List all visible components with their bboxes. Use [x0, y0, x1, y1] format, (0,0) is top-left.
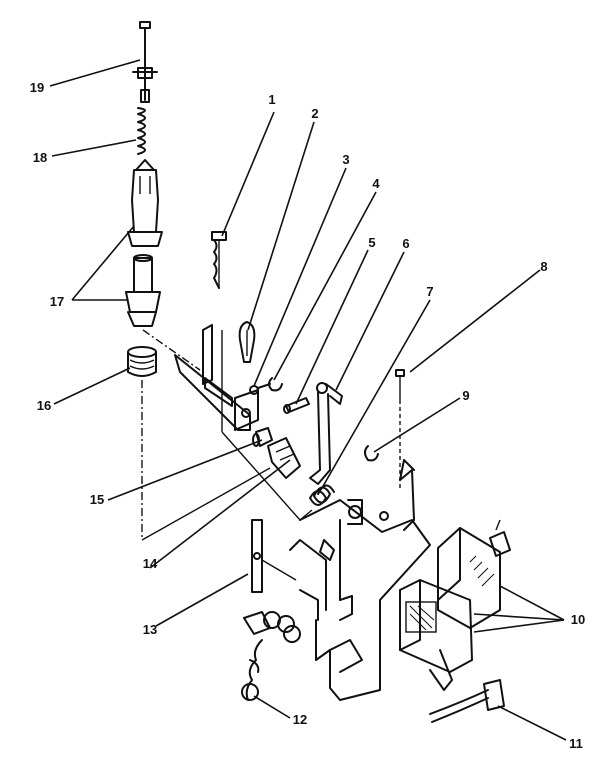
callout-13: 13: [143, 622, 157, 637]
part-14-spring: [267, 437, 301, 479]
part-1-screw: [211, 231, 227, 289]
callout-18: 18: [33, 150, 47, 165]
callout-7: 7: [426, 284, 433, 299]
part-13-bracket: [251, 519, 297, 593]
callout-5: 5: [368, 235, 375, 250]
part-8-screw: [395, 369, 405, 490]
callout-3: 3: [342, 152, 349, 167]
part-9-clip: [364, 445, 389, 521]
part-4-clip: [268, 377, 283, 392]
callout-17: 17: [50, 294, 64, 309]
callout-9: 9: [462, 388, 469, 403]
part-18-spring: [137, 107, 146, 155]
callout-10: 10: [571, 612, 585, 627]
main-bracket: [174, 324, 301, 521]
part-7-spring: [299, 484, 335, 521]
callout-15: 15: [90, 492, 104, 507]
callout-6: 6: [402, 236, 409, 251]
callout-labels: 1 2 3 4 5 6 7 8 9 10 11 12 13 14 15 16 1…: [30, 80, 585, 751]
callout-2: 2: [311, 106, 318, 121]
part-2-hook: [238, 321, 256, 363]
callout-12: 12: [293, 712, 307, 727]
callout-16: 16: [37, 398, 51, 413]
callout-14: 14: [143, 556, 158, 571]
part-19-pin: [132, 21, 158, 103]
callout-4: 4: [372, 176, 380, 191]
callout-8: 8: [540, 259, 547, 274]
part-16-collar: [127, 346, 157, 377]
center-lines: [141, 329, 271, 541]
part-17-shaft-assembly: [125, 159, 163, 327]
part-6-lever: [309, 382, 343, 485]
lower-frame: [289, 459, 431, 701]
part-10-solenoid: [399, 519, 511, 691]
part-5-rod: [283, 397, 310, 414]
part-12-cable: [241, 611, 301, 701]
leader-lines: [49, 59, 567, 741]
part-11-connector: [429, 679, 505, 723]
callout-19: 19: [30, 80, 44, 95]
callout-11: 11: [569, 736, 583, 751]
callout-1: 1: [268, 92, 275, 107]
part-15-fitting: [252, 427, 273, 447]
